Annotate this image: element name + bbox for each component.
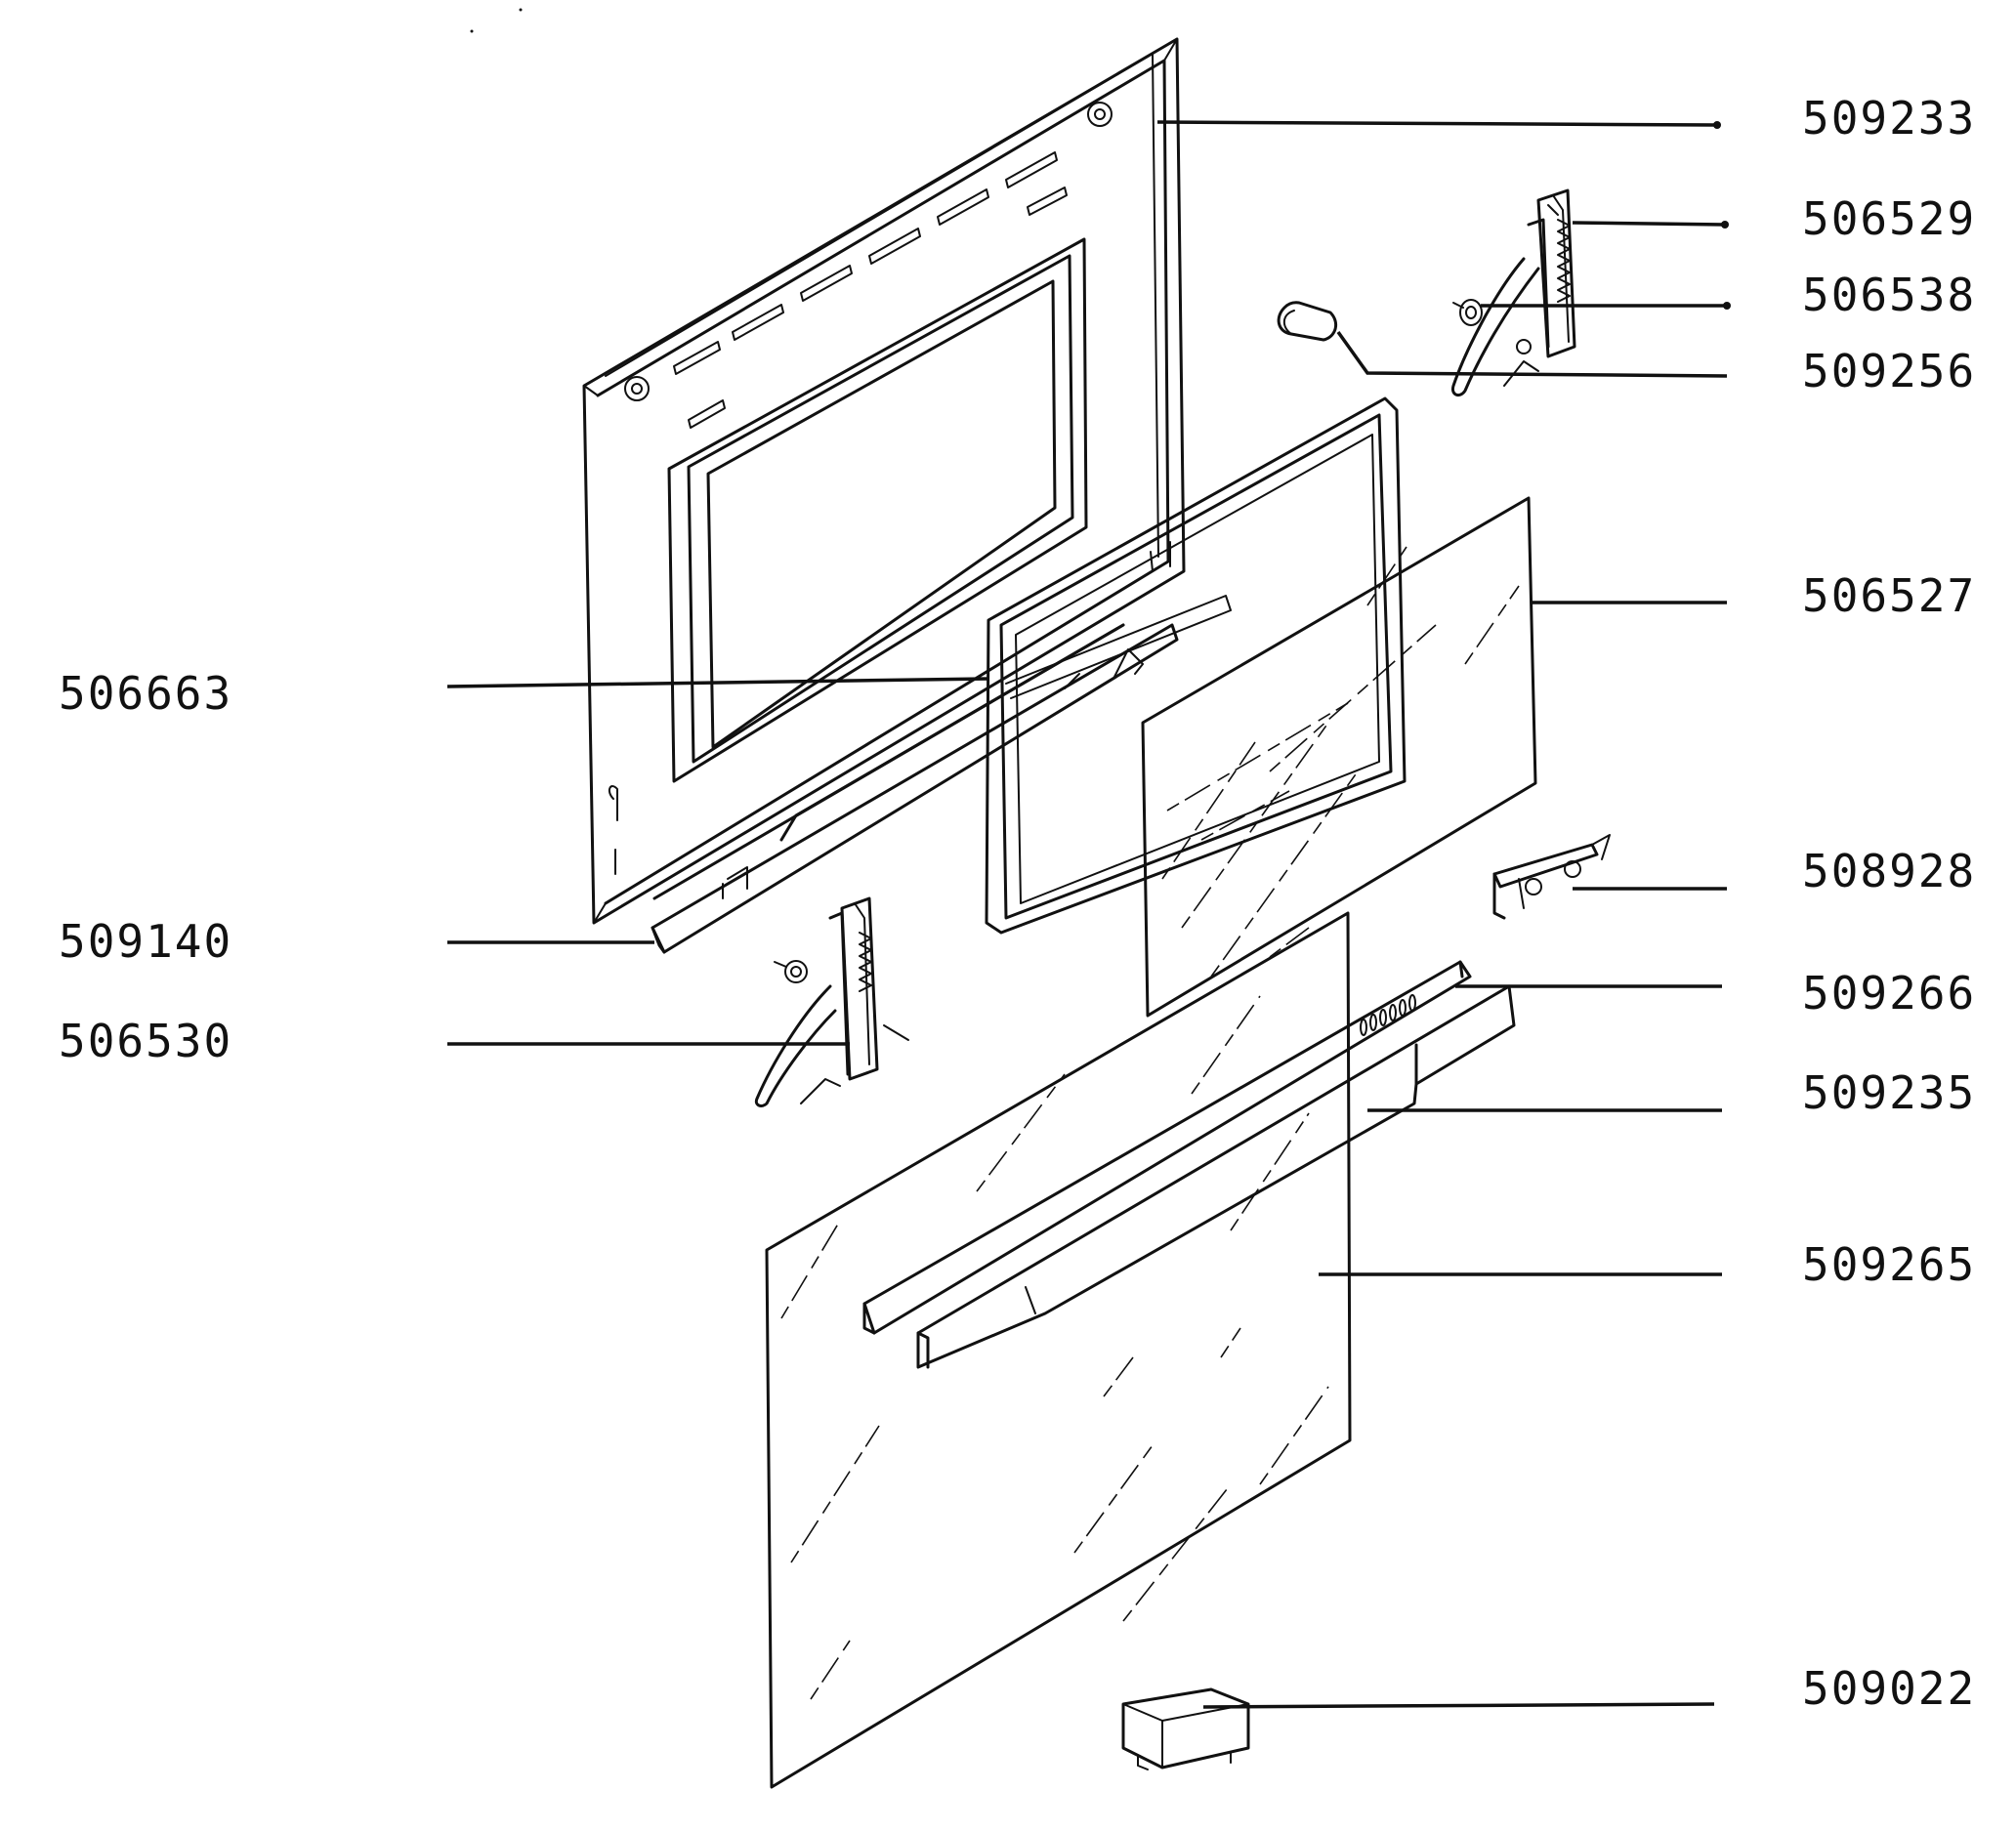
label-509256: 509256 [1802, 345, 1976, 397]
handle-bar [916, 984, 1516, 1369]
label-506663: 506663 [59, 667, 232, 720]
glass-seal-frame [985, 396, 1407, 935]
label-509022: 509022 [1802, 1662, 1976, 1715]
rubber-stop [1277, 301, 1338, 342]
label-509140: 509140 [59, 915, 232, 968]
left-hinge [754, 896, 909, 1107]
stray-mark [470, 29, 474, 33]
label-506527: 506527 [1802, 569, 1976, 622]
label-509235: 509235 [1802, 1066, 1976, 1119]
inner-door-panel [582, 37, 1186, 925]
stray-mark [519, 8, 523, 12]
lock-bracket [1492, 834, 1611, 920]
label-509233: 509233 [1802, 92, 1976, 145]
bottom-trim-strip [651, 623, 1179, 954]
label-506530: 506530 [59, 1015, 232, 1067]
hinge-washer [1452, 299, 1483, 326]
label-506529: 506529 [1802, 192, 1976, 245]
label-509266: 509266 [1802, 967, 1976, 1020]
hinge-cover [1121, 1687, 1250, 1770]
label-509265: 509265 [1802, 1238, 1976, 1291]
label-506538: 506538 [1802, 269, 1976, 321]
right-hinge [1450, 188, 1576, 397]
inner-glass-panel [1141, 496, 1537, 1018]
outer-glass-panel [765, 911, 1352, 1789]
leader-lines [446, 120, 1731, 1709]
label-508928: 508928 [1802, 845, 1976, 897]
handle-trim [862, 960, 1472, 1335]
